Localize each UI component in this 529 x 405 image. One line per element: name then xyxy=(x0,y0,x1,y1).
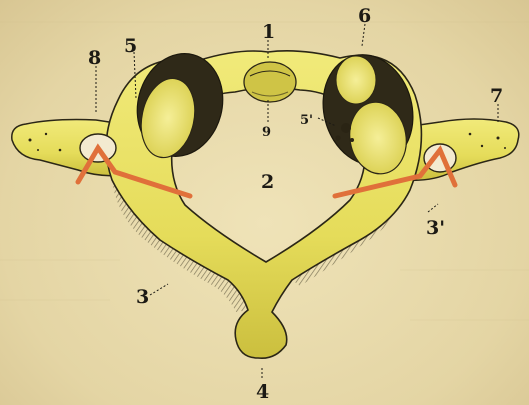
label-3: 3 xyxy=(136,286,149,308)
label-3-prime: 3' xyxy=(426,217,445,239)
label-1: 1 xyxy=(262,21,275,43)
label-2: 2 xyxy=(261,171,274,193)
label-9: 9 xyxy=(262,125,271,140)
label-5-prime: 5' xyxy=(300,113,313,128)
label-4: 4 xyxy=(256,381,269,403)
label-5: 5 xyxy=(124,35,137,57)
label-6: 6 xyxy=(358,5,371,27)
label-7: 7 xyxy=(490,85,503,107)
label-8: 8 xyxy=(88,47,101,69)
atlas-bone xyxy=(12,44,519,358)
